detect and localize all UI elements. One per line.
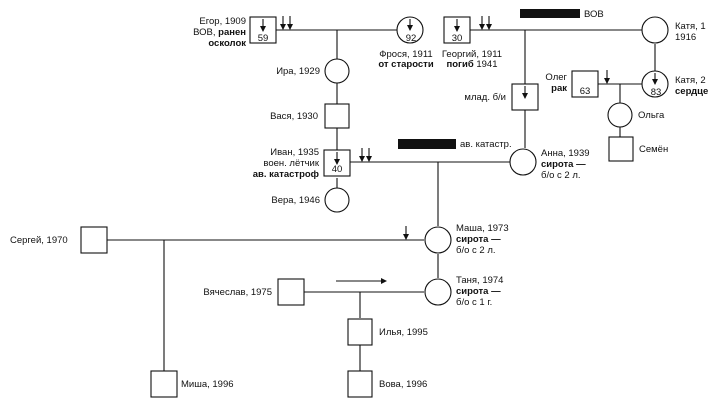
person-katya-1: Катя, 1 1916 bbox=[641, 16, 706, 44]
person-ivan: 40 Иван, 1935 воен. лётчик ав. катастроф bbox=[253, 147, 351, 180]
name-label: Ольга bbox=[638, 110, 665, 121]
name-label: Вячеслав, 1975 bbox=[203, 287, 272, 298]
male-symbol bbox=[347, 318, 373, 346]
person-ira: Ира, 1929 bbox=[276, 58, 350, 84]
wwii-bar bbox=[520, 9, 580, 18]
person-misha: Миша, 1996 bbox=[150, 370, 234, 398]
note-label: сердце bbox=[675, 86, 708, 97]
male-symbol bbox=[571, 70, 599, 98]
name-label: Ира, 1929 bbox=[276, 66, 320, 77]
note-label-2: ав. катастроф bbox=[253, 169, 319, 180]
person-oleg: 63 Олег рак bbox=[545, 70, 599, 98]
age-label: 92 bbox=[406, 33, 417, 44]
note-label: воен. лётчик bbox=[263, 158, 319, 169]
name-label: Егор, 1909 bbox=[199, 16, 246, 27]
age-label: 83 bbox=[651, 87, 662, 98]
note-label-2: б/о с 1 г. bbox=[456, 297, 492, 308]
note-label: от старости bbox=[378, 59, 433, 70]
person-vyacheslav: Вячеслав, 1975 bbox=[203, 278, 305, 306]
name-label: Илья, 1995 bbox=[379, 327, 428, 338]
name-label: Миша, 1996 bbox=[181, 379, 234, 390]
person-infant: млад. б/и bbox=[464, 83, 539, 111]
person-katya-2: 83 Катя, 2 сердце bbox=[641, 70, 708, 98]
name-label: Вова, 1996 bbox=[379, 379, 427, 390]
person-frosya: 92 Фрося, 1911 от старости bbox=[378, 16, 434, 70]
note-label: рак bbox=[551, 83, 567, 94]
person-semyon: Семён bbox=[608, 136, 668, 162]
note-label: сирота — bbox=[456, 234, 501, 245]
person-vasya: Вася, 1930 bbox=[270, 103, 350, 129]
note-label-2: б/о с 2 л. bbox=[456, 245, 496, 256]
male-symbol bbox=[150, 370, 178, 398]
female-symbol bbox=[641, 16, 669, 44]
year-label: 1916 bbox=[675, 32, 696, 43]
person-ilya: Илья, 1995 bbox=[347, 318, 428, 346]
female-symbol bbox=[324, 58, 350, 84]
name-label: Вася, 1930 bbox=[270, 111, 318, 122]
person-sergey: Сергей, 1970 bbox=[10, 226, 108, 254]
male-symbol bbox=[277, 278, 305, 306]
name-label: Иван, 1935 bbox=[270, 147, 319, 158]
note-label: ВОВ, ранен bbox=[193, 27, 246, 38]
name-label: Катя, 1 bbox=[675, 21, 706, 32]
person-egor: 59 Егор, 1909 ВОВ, ранен осколок bbox=[193, 16, 277, 49]
name-label: млад. б/и bbox=[464, 92, 506, 103]
note-label-2: б/о с 2 л. bbox=[541, 170, 581, 181]
arrows bbox=[280, 16, 610, 284]
person-vova: Вова, 1996 bbox=[347, 370, 427, 398]
person-georgiy: 30 Георгий, 1911 погиб 1941 bbox=[442, 16, 502, 70]
name-label: Сергей, 1970 bbox=[10, 235, 68, 246]
female-symbol bbox=[424, 278, 452, 306]
name-label: Таня, 1974 bbox=[456, 275, 503, 286]
wwii-label: ВОВ bbox=[584, 9, 604, 20]
female-symbol bbox=[324, 187, 350, 213]
male-symbol bbox=[608, 136, 634, 162]
name-label: Маша, 1973 bbox=[456, 223, 509, 234]
age-label: 30 bbox=[452, 33, 463, 44]
name-label: Катя, 2 bbox=[675, 75, 706, 86]
relationship-lines bbox=[107, 29, 656, 371]
note-label: сирота — bbox=[541, 159, 586, 170]
person-olga: Ольга bbox=[607, 102, 665, 128]
female-symbol bbox=[509, 148, 537, 176]
name-label: Фрося, 1911 bbox=[379, 49, 432, 60]
female-symbol bbox=[424, 226, 452, 254]
catastrophe-bar bbox=[398, 139, 456, 149]
name-label: Вера, 1946 bbox=[271, 195, 320, 206]
male-symbol bbox=[347, 370, 373, 398]
note-label: погиб 1941 bbox=[447, 59, 498, 70]
age-label: 40 bbox=[332, 164, 343, 175]
male-symbol bbox=[324, 103, 350, 129]
name-label: Семён bbox=[639, 144, 668, 155]
female-symbol bbox=[607, 102, 633, 128]
person-masha: Маша, 1973 сирота — б/о с 2 л. bbox=[424, 223, 509, 256]
person-anna: Анна, 1939 сирота — б/о с 2 л. bbox=[509, 148, 590, 181]
note-label: сирота — bbox=[456, 286, 501, 297]
catastrophe-label: ав. катастр. bbox=[460, 139, 512, 150]
person-vera: Вера, 1946 bbox=[271, 187, 350, 213]
age-label: 63 bbox=[580, 86, 591, 97]
age-label: 59 bbox=[258, 33, 269, 44]
person-tanya: Таня, 1974 сирота — б/о с 1 г. bbox=[424, 275, 503, 308]
note-label-2: осколок bbox=[208, 38, 246, 49]
name-label: Олег bbox=[545, 72, 567, 83]
name-label: Анна, 1939 bbox=[541, 148, 590, 159]
name-label: Георгий, 1911 bbox=[442, 49, 502, 60]
male-symbol bbox=[80, 226, 108, 254]
